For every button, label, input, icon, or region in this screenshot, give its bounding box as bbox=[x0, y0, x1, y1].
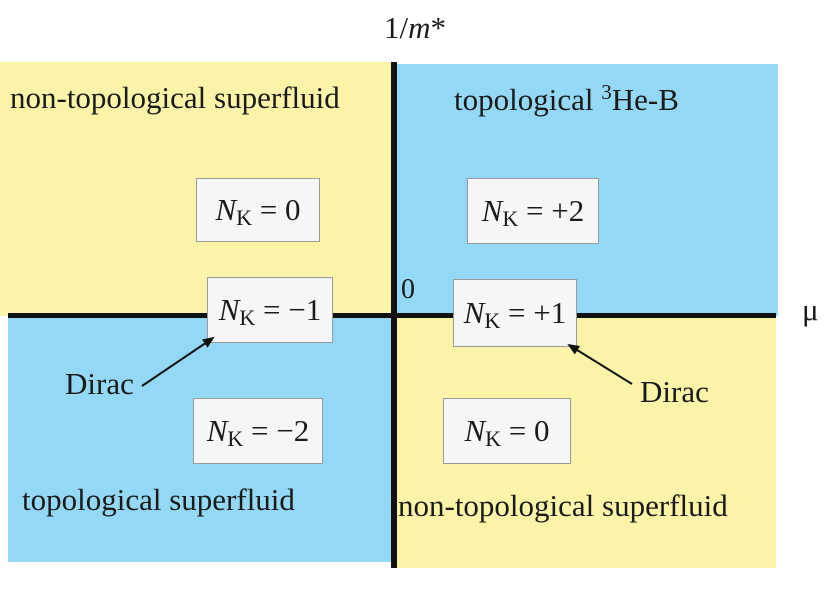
origin-label: 0 bbox=[401, 274, 415, 305]
dirac-left-arrow bbox=[141, 336, 215, 387]
x-axis-label: μ bbox=[802, 292, 819, 327]
top-right-quadrant-label: topological 3He-B bbox=[454, 80, 679, 117]
top-left-quadrant-label: non-topological superfluid bbox=[10, 80, 340, 115]
horizontal-axis bbox=[8, 313, 776, 318]
dirac-right-arrow bbox=[567, 343, 633, 385]
dirac-left-label: Dirac bbox=[65, 366, 134, 401]
y-axis-label: 1/m* bbox=[384, 10, 447, 45]
bottom-right-quadrant-label: non-topological superfluid bbox=[398, 488, 728, 523]
dirac-right-label: Dirac bbox=[640, 374, 709, 409]
bottom-left-quadrant-label: topological superfluid bbox=[22, 482, 295, 517]
